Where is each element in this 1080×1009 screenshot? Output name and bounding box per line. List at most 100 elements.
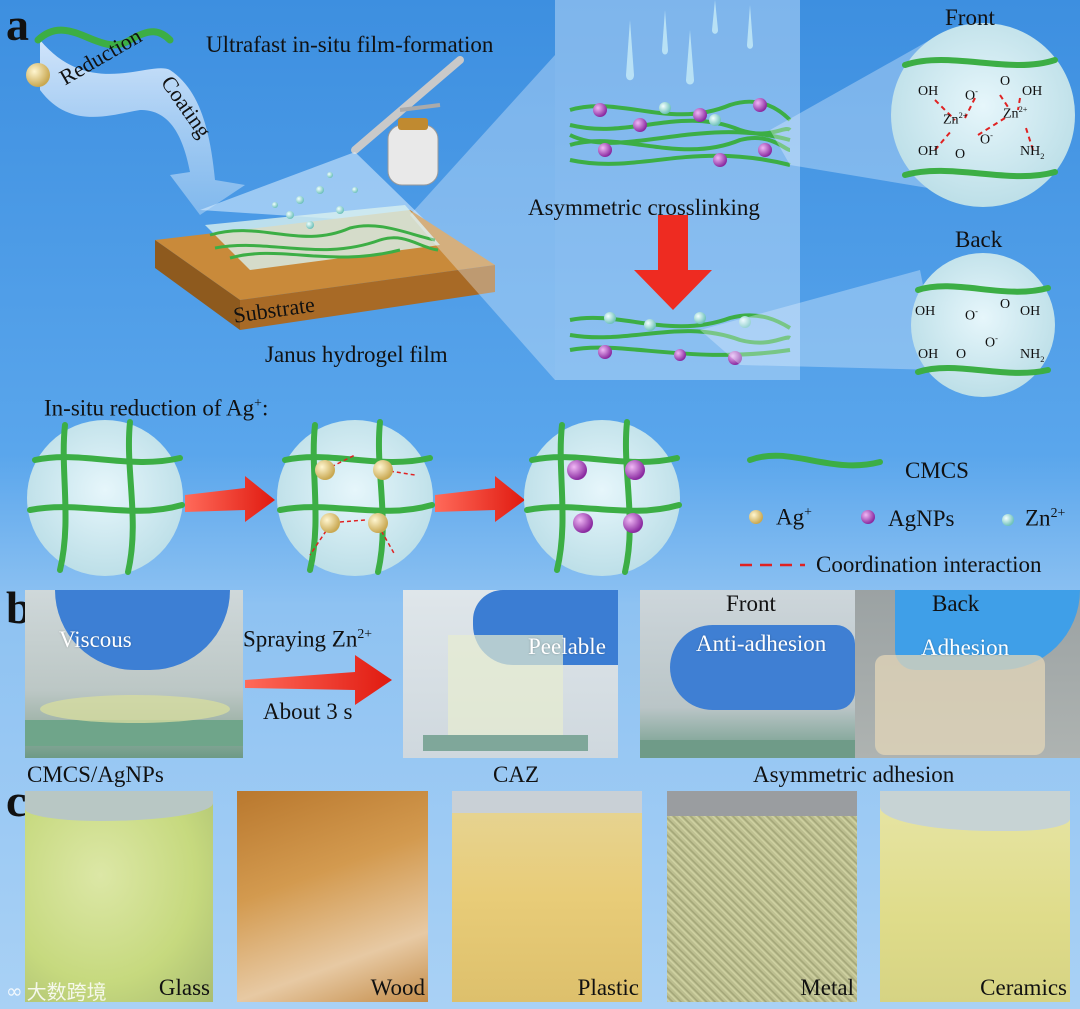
front-zn-2-charge: 2+ (1018, 105, 1028, 114)
substrate-label-wood: Wood (370, 975, 425, 1000)
photo-ceramics: Ceramics (880, 791, 1070, 1002)
zoom-ray-back (700, 270, 940, 370)
adhered-film (875, 655, 1045, 755)
front-nh2: NH2 (1020, 145, 1044, 161)
front-o-2-letter: O (965, 88, 976, 104)
front-oh-3: OH (918, 144, 939, 159)
front-zn-2: Zn2+ (1003, 105, 1028, 122)
glass-slide (640, 740, 855, 758)
front-nh2-sub: 2 (1040, 151, 1045, 161)
back-o-1: O (1000, 297, 1011, 312)
viscous-puddle (40, 695, 230, 723)
spray-arrow (245, 655, 392, 705)
substrate-label-ceramics: Ceramics (980, 975, 1067, 1000)
glass-slide (423, 735, 588, 751)
legend-ag-charge: + (804, 504, 812, 519)
substrate-label-glass: Glass (158, 975, 210, 1000)
legend-coord-label: Coordination interaction (816, 552, 1042, 577)
anti-adhesion-label: Anti-adhesion (696, 631, 827, 656)
back-oh-2: OH (1020, 304, 1041, 319)
front-o-2: O- (965, 87, 978, 104)
crosslink-arrow (634, 215, 712, 310)
insitu-heading-text: In-situ reduction of Ag (44, 395, 255, 421)
back-o-2-charge: - (975, 307, 978, 316)
back-o-4-letter: O (985, 335, 996, 351)
back-nh2: NH2 (1020, 348, 1044, 364)
reduction-arrow-2 (435, 476, 525, 522)
watermark-text: 大数跨境 (26, 980, 107, 1004)
watermark: ∞ 大数跨境 (6, 976, 107, 1005)
photo-edge (25, 791, 213, 821)
back-o-3: O (956, 347, 967, 362)
insitu-heading-charge: + (254, 395, 262, 410)
legend-cmcs-line (747, 452, 883, 469)
photo-back: Back Adhesion (855, 590, 1080, 758)
insitu-heading: In-situ reduction of Ag+: (44, 396, 268, 420)
watermark-logo-icon: ∞ (6, 978, 23, 1003)
reduction-circle-1 (27, 419, 185, 576)
legend-ag-element: Ag (776, 504, 805, 530)
ag-ion-top (26, 63, 50, 87)
glass-slide (25, 720, 243, 746)
fiber-bundle-upper-particles (593, 98, 772, 167)
photo-plastic: Plastic (452, 791, 642, 1002)
front-photo-label: Front (726, 591, 776, 616)
photo-front: Front Anti-adhesion (640, 590, 855, 758)
front-o-3: O- (980, 131, 993, 148)
front-o-4: O (955, 147, 966, 162)
back-o-2: O- (965, 307, 978, 324)
caption-caz: CAZ (493, 762, 539, 787)
back-photo-label: Back (932, 591, 980, 616)
legend-zn-charge: 2+ (1050, 505, 1066, 520)
back-o-4: O- (985, 334, 998, 351)
photo-glass: Glass (25, 791, 213, 1002)
spray-droplets (272, 172, 358, 229)
legend-zn-element: Zn (1025, 505, 1051, 531)
panel-label-c: c (6, 775, 27, 826)
front-o-1: O (1000, 74, 1011, 89)
zoom-funnel (410, 55, 555, 380)
front-zn-1-element: Zn (943, 112, 959, 128)
back-circle-chains (915, 283, 1051, 376)
asymmetric-label: Asymmetric crosslinking (528, 195, 760, 220)
legend-cmcs-label: CMCS (905, 458, 969, 483)
photo-wood: Wood (237, 791, 428, 1002)
front-coordination-lines (934, 94, 1034, 151)
front-zn-1-charge: 2+ (958, 111, 968, 120)
front-circle-chains (902, 57, 1058, 180)
fiber-bundle-lower-particles (598, 312, 751, 365)
front-o-3-charge: - (990, 131, 993, 140)
back-o-2-letter: O (965, 308, 976, 324)
spraying-label: Spraying Zn2+ (243, 627, 372, 651)
spraying-text: Spraying Zn (243, 626, 358, 652)
viscous-label: Viscous (59, 627, 132, 652)
photo-edge (880, 791, 1070, 831)
legend-ag-dot (749, 510, 763, 524)
janus-label: Janus hydrogel film (265, 342, 448, 367)
process-stream (40, 40, 245, 215)
peeled-film (448, 635, 563, 740)
panel-label-a: a (6, 0, 29, 50)
falling-drops (626, 0, 753, 85)
cmcs-chain-top (34, 26, 174, 49)
back-nh2-group: NH (1020, 347, 1041, 362)
front-oh-2: OH (1022, 84, 1043, 99)
spraying-charge: 2+ (357, 626, 373, 641)
back-nh2-sub: 2 (1040, 354, 1045, 364)
ultrafast-label: Ultrafast in-situ film-formation (206, 32, 494, 57)
film-fibers (209, 224, 439, 260)
reduction-circle-3 (524, 419, 682, 576)
caption-cmcs-agnps: CMCS/AgNPs (27, 762, 164, 787)
legend-agnps-label: AgNPs (888, 506, 955, 531)
adhesion-label: Adhesion (921, 635, 1010, 660)
back-label: Back (955, 227, 1003, 252)
front-circle (891, 23, 1075, 207)
caption-asymmetric-adhesion: Asymmetric adhesion (753, 762, 955, 787)
back-oh-3: OH (918, 347, 939, 362)
reduction-circle-2 (277, 419, 435, 576)
legend-zn-dot (1002, 514, 1014, 526)
legend-ag-label: Ag+ (776, 505, 812, 529)
front-o-2-charge: - (975, 87, 978, 96)
photo-metal: Metal (667, 791, 857, 1002)
